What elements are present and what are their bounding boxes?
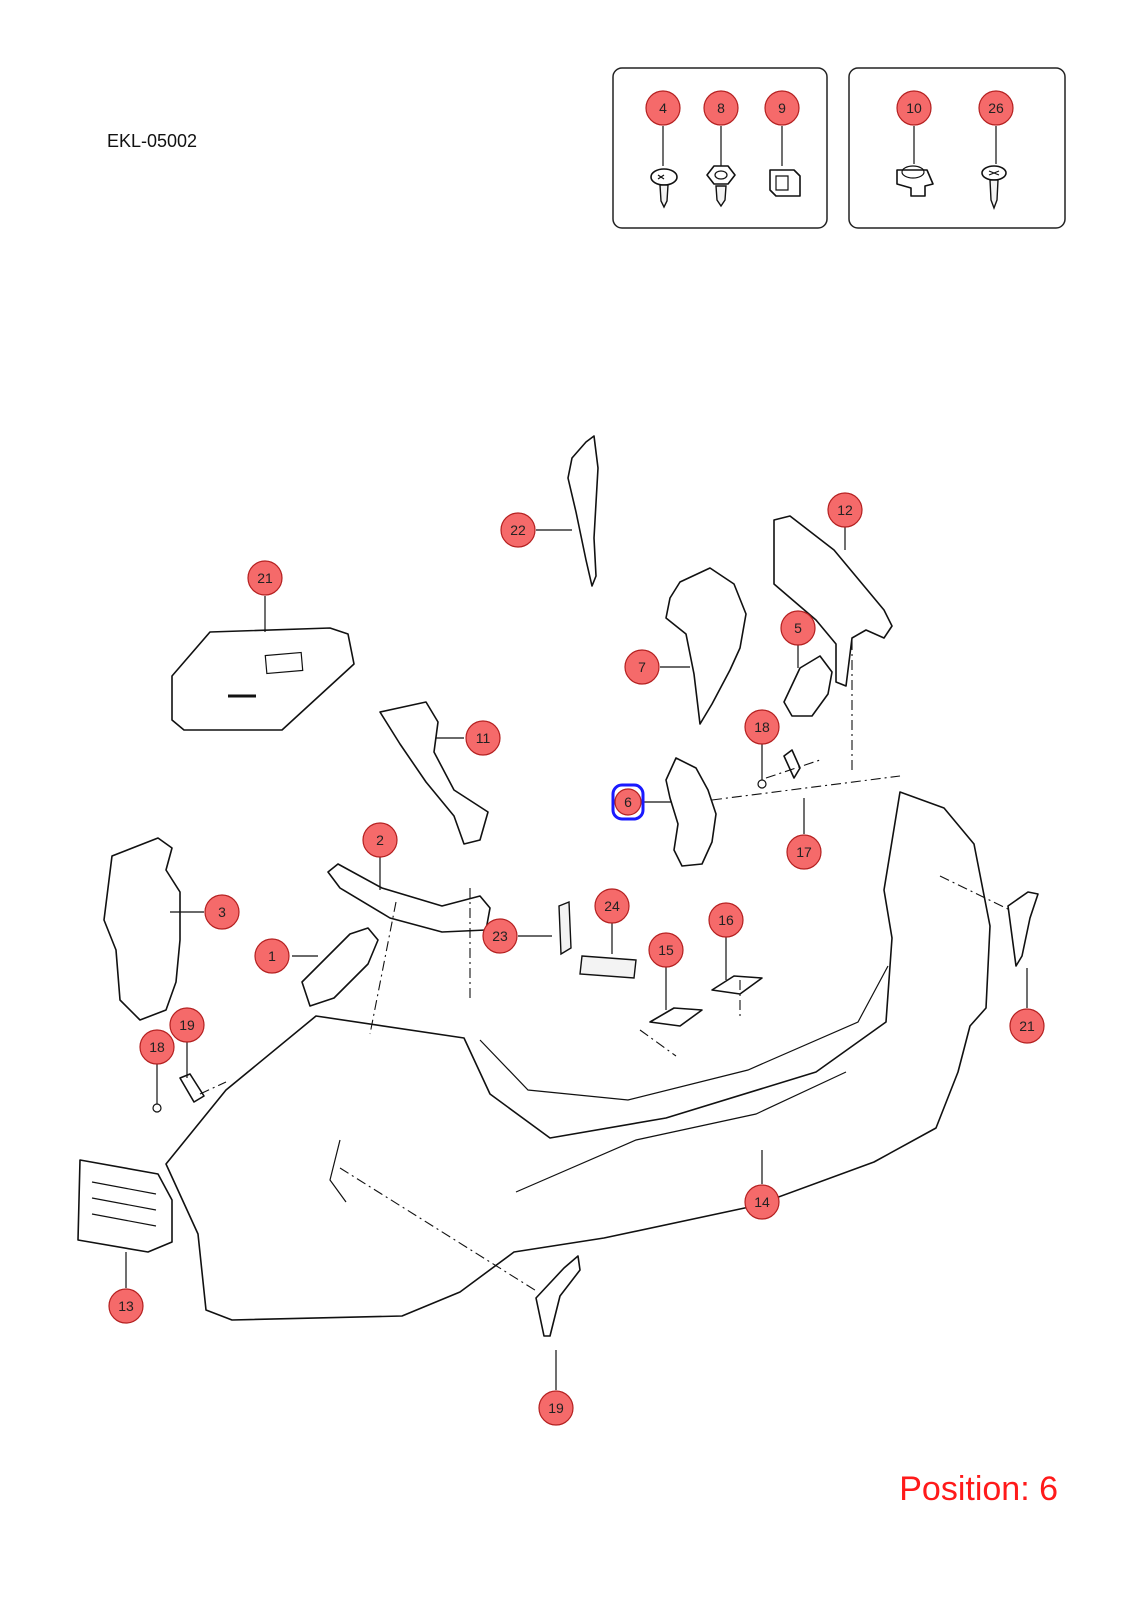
callout-13[interactable]: 13 xyxy=(108,1288,144,1324)
fastener-box-a xyxy=(612,67,828,229)
callout-6-selected[interactable]: 6 xyxy=(611,783,645,821)
callout-2[interactable]: 2 xyxy=(362,822,398,858)
part-5-retainer-bracket[interactable] xyxy=(783,655,833,717)
part-2-center-beam[interactable] xyxy=(327,863,491,933)
callout-3-label: 3 xyxy=(218,904,226,920)
callout-1-label: 1 xyxy=(268,948,276,964)
callout-19-label: 19 xyxy=(179,1017,195,1033)
callout-5[interactable]: 5 xyxy=(780,610,816,646)
callout-22[interactable]: 21 xyxy=(247,560,283,596)
callout-3[interactable]: 3 xyxy=(204,894,240,930)
callout-18-left-label: 18 xyxy=(149,1039,165,1055)
callout-25-label: 24 xyxy=(604,898,620,914)
callout-25[interactable]: 24 xyxy=(594,888,630,924)
part-22-insulation-pad[interactable] xyxy=(171,627,355,731)
callout-12-label: 12 xyxy=(837,502,853,518)
callout-21[interactable]: 21 xyxy=(1009,1008,1045,1044)
part-3-left-bracket[interactable] xyxy=(103,837,181,1021)
callout-11[interactable]: 11 xyxy=(465,720,501,756)
fastener-box-b xyxy=(848,67,1066,229)
callout-10-label: 10 xyxy=(906,100,922,116)
part-24-spacer[interactable] xyxy=(558,900,572,956)
callout-20-label: 19 xyxy=(548,1400,564,1416)
callout-24[interactable]: 23 xyxy=(482,918,518,954)
callout-8-label: 8 xyxy=(717,100,725,116)
callout-2-label: 2 xyxy=(376,832,384,848)
callout-7-label: 7 xyxy=(638,659,646,675)
callout-24-label: 23 xyxy=(492,928,508,944)
part-12-upper-rail[interactable] xyxy=(773,515,893,687)
fastener-26-screw[interactable] xyxy=(981,165,1007,210)
fastener-8-bolt[interactable] xyxy=(706,165,736,208)
callout-21-label: 21 xyxy=(1019,1018,1035,1034)
callout-19[interactable]: 19 xyxy=(169,1007,205,1043)
part-17-clip[interactable] xyxy=(783,749,801,779)
callout-4[interactable]: 4 xyxy=(645,90,681,126)
callout-26-label: 26 xyxy=(988,100,1004,116)
part-7-side-bracket[interactable] xyxy=(665,567,747,725)
callout-6-label: 6 xyxy=(624,794,632,810)
document-code: EKL-05002 xyxy=(107,131,198,151)
callout-9[interactable]: 9 xyxy=(764,90,800,126)
callout-14-label: 14 xyxy=(754,1194,770,1210)
fastener-18-left-dot xyxy=(152,1103,162,1113)
callout-17[interactable]: 17 xyxy=(786,834,822,870)
part-21-reflector-strip[interactable] xyxy=(1007,891,1039,967)
fastener-4-screw[interactable] xyxy=(650,168,678,209)
part-16-reflector[interactable] xyxy=(711,975,763,995)
fastener-9-clip[interactable] xyxy=(769,169,801,197)
callout-17-label: 17 xyxy=(796,844,812,860)
part-15-reflector[interactable] xyxy=(649,1007,703,1027)
fastener-10-nut-clip[interactable] xyxy=(896,165,934,197)
callout-7[interactable]: 7 xyxy=(624,649,660,685)
callout-8[interactable]: 8 xyxy=(703,90,739,126)
part-6-bracket[interactable] xyxy=(665,757,717,867)
callout-16[interactable]: 16 xyxy=(708,902,744,938)
fastener-18-right-dot xyxy=(757,779,767,789)
callout-18-right[interactable]: 18 xyxy=(744,709,780,745)
callout-26[interactable]: 26 xyxy=(978,90,1014,126)
callout-12[interactable]: 12 xyxy=(827,492,863,528)
part-20-reflector-strip[interactable] xyxy=(535,1255,581,1337)
callout-18-right-label: 18 xyxy=(754,719,770,735)
callout-1[interactable]: 1 xyxy=(254,938,290,974)
part-11-side-guide[interactable] xyxy=(379,701,489,845)
callout-14[interactable]: 14 xyxy=(744,1184,780,1220)
callout-10[interactable]: 10 xyxy=(896,90,932,126)
callout-4-label: 4 xyxy=(659,100,667,116)
callout-13-label: 13 xyxy=(118,1298,134,1314)
callout-23-label: 22 xyxy=(510,522,526,538)
part-14-bumper-cover[interactable] xyxy=(165,791,991,1321)
callout-16-label: 16 xyxy=(718,912,734,928)
part-19-clip[interactable] xyxy=(179,1073,205,1103)
callout-9-label: 9 xyxy=(778,100,786,116)
callout-18-left[interactable]: 18 xyxy=(139,1029,175,1065)
part-25-pad[interactable] xyxy=(579,955,637,979)
part-13-side-vent[interactable] xyxy=(77,1159,173,1253)
part-1-lower-bracket[interactable] xyxy=(301,927,379,1007)
part-23-arch-liner[interactable] xyxy=(567,435,599,587)
callout-5-label: 5 xyxy=(794,620,802,636)
position-label: Position: 6 xyxy=(899,1470,1058,1508)
callout-11-label: 11 xyxy=(476,730,491,746)
callout-22-label: 21 xyxy=(257,570,273,586)
callout-15[interactable]: 15 xyxy=(648,932,684,968)
callout-23[interactable]: 22 xyxy=(500,512,536,548)
assembly-lines xyxy=(199,640,1011,1293)
callout-15-label: 15 xyxy=(658,942,674,958)
leader-lines xyxy=(125,126,1028,1390)
callout-20[interactable]: 19 xyxy=(538,1390,574,1426)
